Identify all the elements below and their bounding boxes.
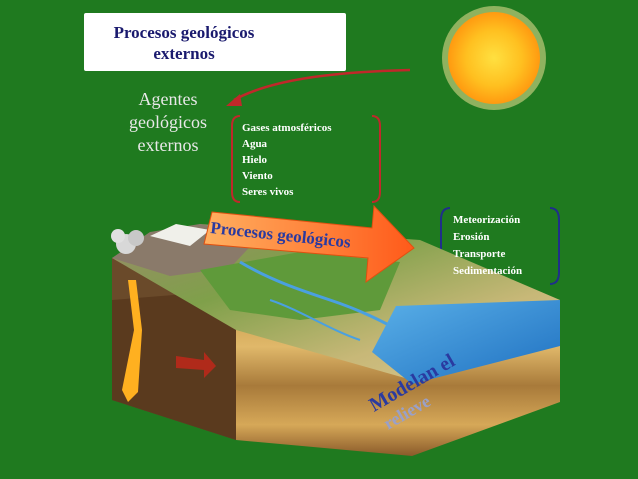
agents-label-line-2: geológicos <box>129 112 207 132</box>
sun-to-agents-arrow <box>233 68 411 102</box>
process-list-bracket-right <box>549 207 560 285</box>
sun-icon <box>442 6 546 110</box>
arrowhead-icon <box>226 94 242 106</box>
agent-list-bracket-left <box>231 115 241 203</box>
process-arrow: Procesos geológicos <box>203 204 415 284</box>
process-item: Meteorización <box>453 214 521 226</box>
agent-item: Gases atmosféricos <box>242 122 332 134</box>
page-title: Procesos geológicos externos <box>84 22 284 64</box>
agents-label-line-1: Agentes <box>138 89 198 109</box>
title-line-1: Procesos geológicos <box>113 23 255 42</box>
agent-list-bracket-right <box>371 115 381 203</box>
process-list: Meteorización Erosión Transporte Sedimen… <box>453 212 522 280</box>
agents-label: Agentes geológicos externos <box>110 88 226 157</box>
agents-label-line-3: externos <box>137 135 199 155</box>
agent-item: Seres vivos <box>242 186 294 198</box>
process-item: Transporte <box>453 248 506 260</box>
agent-item: Hielo <box>242 154 268 166</box>
process-item: Erosión <box>453 231 490 243</box>
title-line-2: externos <box>153 44 215 63</box>
process-item: Sedimentación <box>453 265 523 277</box>
title-box: Procesos geológicos externos <box>84 13 346 71</box>
agent-item: Agua <box>242 138 268 150</box>
agent-item: Viento <box>242 170 273 182</box>
agent-list: Gases atmosféricos Agua Hielo Viento Ser… <box>242 120 332 200</box>
